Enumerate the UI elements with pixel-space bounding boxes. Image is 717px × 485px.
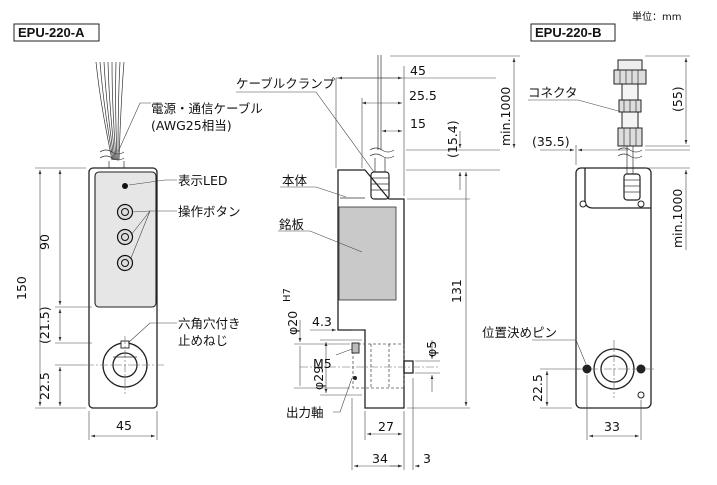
dim-33: 33 bbox=[604, 419, 620, 434]
dim-55: (55) bbox=[670, 86, 685, 112]
body-label: 本体 bbox=[282, 173, 308, 188]
dim-90: 90 bbox=[37, 234, 52, 250]
cable-clamp-b bbox=[623, 173, 641, 201]
view-b: (55) min.1000 (35.5) 22.5 33 コネクタ 位置決めピン bbox=[482, 55, 690, 440]
shaft-pin bbox=[353, 376, 357, 380]
dim-phi29: φ29 bbox=[311, 366, 326, 390]
view-side: 45 25.5 15 (15.4) min.1000 131 φ5 φ20 H7 bbox=[236, 55, 520, 470]
body-a bbox=[88, 167, 158, 409]
dim-22-5-b: 22.5 bbox=[530, 374, 545, 402]
view-a: 150 90 (21.5) 22.5 45 電源・通信ケーブル (AWG25相当… bbox=[14, 61, 263, 440]
nameplate bbox=[338, 206, 397, 301]
m5-label: M5 bbox=[313, 356, 332, 371]
dim-15-4: (15.4) bbox=[445, 120, 460, 158]
model-a-title: EPU-220-A bbox=[18, 25, 85, 40]
dim-131: 131 bbox=[449, 279, 464, 303]
cable-clamp-label: ケーブルクランプ bbox=[236, 76, 335, 91]
model-b-box bbox=[530, 23, 616, 42]
dim-34: 34 bbox=[372, 451, 388, 466]
cable-wires-a bbox=[95, 61, 125, 161]
connector-label: コネクタ bbox=[528, 85, 578, 100]
power-cable-label: 電源・通信ケーブル bbox=[151, 101, 263, 116]
connector-b bbox=[613, 59, 647, 147]
dim-21-5: (21.5) bbox=[37, 306, 52, 344]
dim-150: 150 bbox=[14, 276, 29, 300]
nameplate-label: 銘板 bbox=[279, 217, 305, 232]
hex-screw-label-1: 六角穴付き bbox=[178, 316, 241, 331]
dim-h7: H7 bbox=[282, 288, 293, 302]
dim-min1000-side: min.1000 bbox=[498, 87, 513, 146]
dim-35-5: (35.5) bbox=[532, 134, 570, 149]
dim-min1000-b: min.1000 bbox=[670, 189, 685, 248]
locating-pin-left bbox=[582, 364, 592, 374]
screw-top-right bbox=[637, 200, 645, 208]
dim-15: 15 bbox=[410, 116, 426, 131]
dim-3: 3 bbox=[423, 451, 431, 466]
operation-buttons bbox=[116, 203, 134, 272]
shaft-hidden bbox=[352, 343, 405, 389]
hex-screw-label-2: 止めねじ bbox=[178, 333, 228, 348]
dim-25-5: 25.5 bbox=[409, 88, 437, 103]
output-shaft-label: 出力軸 bbox=[286, 405, 324, 420]
dim-phi20: φ20 bbox=[285, 311, 300, 335]
screw-top-left bbox=[579, 200, 587, 208]
led-indicator bbox=[122, 183, 128, 189]
m5-screw bbox=[351, 342, 360, 354]
dim-27: 27 bbox=[378, 419, 394, 434]
unit-label: 単位：mm bbox=[632, 10, 681, 23]
dim-45-a: 45 bbox=[116, 418, 132, 433]
body-side bbox=[337, 169, 405, 409]
dim-phi5: φ5 bbox=[424, 341, 439, 357]
led-label: 表示LED bbox=[178, 173, 228, 188]
cable-clamp-side bbox=[370, 171, 390, 200]
dim-22-5-a: 22.5 bbox=[37, 372, 52, 400]
locating-pin-label: 位置決めピン bbox=[482, 325, 557, 340]
buttons-label: 操作ボタン bbox=[178, 204, 241, 219]
locating-pin-right bbox=[636, 364, 646, 374]
dim-45-top: 45 bbox=[410, 63, 426, 78]
model-a-box bbox=[13, 23, 100, 42]
body-b bbox=[575, 167, 652, 409]
model-b-title: EPU-220-B bbox=[535, 25, 601, 40]
awg-label: (AWG25相当) bbox=[151, 118, 232, 133]
dim-4-3: 4.3 bbox=[312, 314, 332, 329]
screw-bottom-right bbox=[637, 391, 645, 399]
